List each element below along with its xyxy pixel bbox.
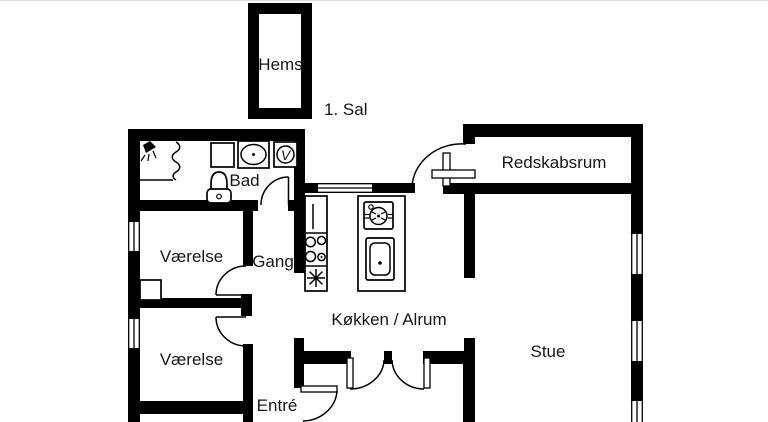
bathroom-fixtures: V bbox=[128, 140, 298, 204]
door-arc-icon bbox=[215, 316, 247, 347]
floor-label: 1. Sal bbox=[324, 100, 367, 119]
kitchen-counter bbox=[304, 195, 328, 292]
room-label-stue: Stue bbox=[531, 342, 566, 361]
windows bbox=[128, 183, 643, 422]
washing-machine-icon: V bbox=[273, 141, 298, 168]
washing-machine-letter: V bbox=[281, 147, 292, 163]
room-labels: Hems 1. Sal Bad Værelse Gang Værelse Ent… bbox=[160, 55, 607, 415]
hems-floor bbox=[259, 14, 301, 108]
window-icon bbox=[631, 234, 643, 274]
room-label-vaerelse-1: Værelse bbox=[160, 247, 223, 266]
window-icon bbox=[128, 319, 140, 348]
room-label-vaerelse-2: Værelse bbox=[160, 350, 223, 369]
door-arc-icon bbox=[300, 385, 338, 422]
hob-icon bbox=[363, 201, 394, 230]
room-label-gang: Gang bbox=[252, 252, 294, 271]
cooktop-icon bbox=[304, 235, 327, 263]
door-arc-icon bbox=[411, 143, 476, 188]
shower-icon bbox=[140, 141, 157, 162]
toilet-icon bbox=[206, 171, 232, 204]
sink-icon bbox=[365, 237, 395, 281]
room-label-redskabsrum: Redskabsrum bbox=[502, 153, 607, 172]
room-label-koekken-alrum: Køkken / Alrum bbox=[331, 310, 446, 329]
closet-icon bbox=[139, 279, 162, 301]
room-label-bad: Bad bbox=[229, 171, 259, 190]
window-icon bbox=[318, 183, 372, 193]
kitchen-fixtures bbox=[304, 195, 406, 292]
walls bbox=[128, 124, 643, 422]
freezer-star-icon bbox=[307, 269, 325, 287]
window-icon bbox=[631, 401, 643, 422]
doors bbox=[215, 143, 476, 422]
room-label-hems: Hems bbox=[258, 55, 302, 74]
french-door-icon bbox=[346, 357, 431, 390]
bath-cabinet-icon bbox=[210, 142, 235, 168]
window-icon bbox=[128, 222, 140, 251]
door-arc-icon bbox=[260, 176, 290, 206]
room-label-entre: Entré bbox=[257, 396, 298, 415]
door-arc-icon bbox=[215, 265, 247, 296]
shower-curtain-icon bbox=[128, 141, 181, 181]
window-icon bbox=[631, 321, 643, 361]
bathtub-icon bbox=[237, 140, 270, 169]
hems-inset bbox=[248, 3, 312, 119]
